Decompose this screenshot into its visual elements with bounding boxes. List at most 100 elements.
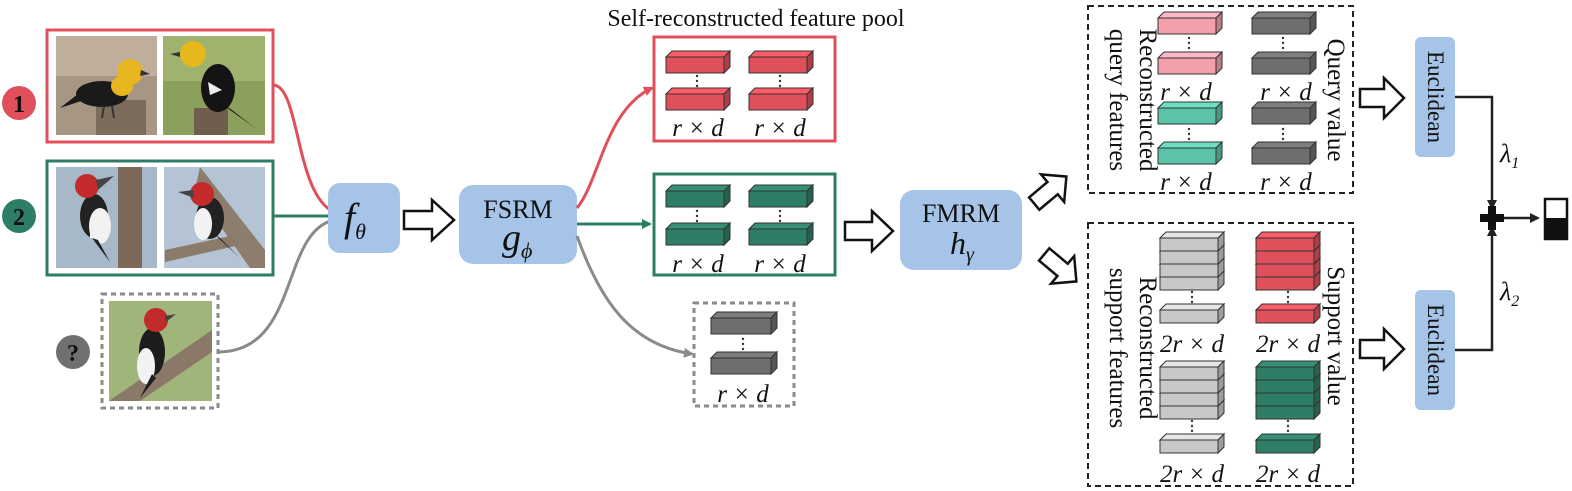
pool-class-1-ellipsis-b [778, 74, 782, 88]
pool-class-2-feature-bottom-b-front [748, 228, 808, 246]
pool-class-1-feature-bottom-a-front [665, 93, 725, 111]
support-gray-stack-bottom-layer-1-top [1158, 360, 1226, 368]
query-value-feature-bottom-a-front [1251, 57, 1311, 75]
support-gray-ellipsis-top [1190, 290, 1194, 304]
query-teal-feature-bottom-top [1156, 141, 1224, 149]
class-badge-2: 2 [2, 199, 36, 233]
support-green-stack-layer-4-front [1255, 405, 1315, 420]
support-gray-stack-top-layer-4-front [1159, 276, 1219, 291]
support-panel-left-label: Reconstructed support features [1104, 268, 1161, 428]
backbone-symbol-subscript: θ [355, 219, 366, 244]
pool-class-1-feature-bottom-b-top [747, 87, 815, 95]
support-gray-stack-bottom-layer-4-front [1159, 405, 1219, 420]
pool-class-2-feature-bottom-b-top [747, 222, 815, 230]
pool-to-fmrm-arrow [843, 208, 895, 254]
pool-class-1-ellipsis-b-dot [778, 84, 782, 88]
support-gray-stack-top-layer-2-front [1159, 250, 1219, 265]
pool-class-2-dim-a: r × d [672, 251, 724, 278]
yellow-headed-blackbird-photo-a [56, 36, 157, 135]
query-teal-feature-top-front [1157, 107, 1217, 125]
pool-class-2-ellipsis-a-dot [695, 219, 699, 223]
fmrm-to-support-panel-arrow [1037, 246, 1078, 286]
red-headed-woodpecker-query-photo [109, 301, 212, 401]
support-red-stack-layer-1-side [1313, 230, 1321, 253]
pool-query-ellipsis [741, 337, 745, 351]
query-panel-dim-2: r × d [1260, 79, 1312, 106]
support-green-stack-layer-3-front [1255, 392, 1315, 407]
score-probability-icon [1543, 197, 1569, 241]
pool-query-feature-top-side [770, 310, 778, 336]
support-panel-dim-1: 2r × d [1160, 331, 1225, 358]
support-gray-stack-bottom-layer-2-front [1159, 379, 1219, 394]
pool-class-1-feature-top-a [664, 49, 732, 75]
query-teal-feature-bottom-side [1215, 140, 1223, 166]
support-green-stack-layer-1-side [1313, 359, 1321, 382]
pool-class-2-feature-top-b [747, 183, 815, 209]
pool-class-1-feature-bottom-a-side [723, 86, 731, 112]
support-red-stack-layer-2-front [1255, 250, 1315, 265]
euclidean-query-label-group: Euclidean [1423, 51, 1448, 143]
support-gray-stack-bottom-layer-1-front [1159, 366, 1219, 381]
pool-class-2-ellipsis-a-dot [695, 209, 699, 213]
support-panel-dim-3: 2r × d [1160, 461, 1225, 488]
pool-class-1-ellipsis-a [695, 74, 699, 88]
support-green-feature-single-side [1313, 432, 1321, 455]
fmrm-module [900, 190, 1022, 270]
pool-class-1-dim-a: r × d [672, 115, 724, 142]
pool-class-1-feature-top-b-top [747, 50, 815, 58]
query-value-feature-top-a-side [1309, 10, 1317, 36]
pool-class-1-ellipsis-a-dot [695, 74, 699, 78]
fmrm-symbol-main: h [950, 225, 966, 261]
pool-class-2-feature-top-a-top [664, 184, 732, 192]
fsrm-symbol-main: g [502, 217, 521, 259]
support-green-stack-layer-1-top [1254, 360, 1322, 368]
support-gray-feature-single-top [1158, 302, 1226, 325]
query-panel-dim-4: r × d [1260, 169, 1312, 196]
pool-query-feature-top-top [709, 311, 779, 319]
query-value-feature-bottom-b [1250, 140, 1318, 166]
pool-class-2-ellipsis-b [778, 209, 782, 223]
query-value-ellipsis-a-dot [1281, 36, 1285, 40]
fmrm-to-query-panel-arrow [1027, 172, 1068, 212]
fmrm-label: FMRM [922, 199, 1000, 228]
fsrm-label: FSRM [483, 195, 552, 224]
support-gray-stack-top-layer-1 [1158, 230, 1226, 253]
support-red-stack-layer-1-front [1255, 237, 1315, 252]
support-green-ellipsis-dot [1286, 419, 1290, 423]
support-features-panel [1087, 222, 1354, 487]
backbone-module [328, 183, 400, 253]
fsrm-symbol: gϕ [502, 217, 532, 263]
query-pink-ellipsis [1187, 36, 1191, 50]
query-value-feature-top-b [1250, 100, 1318, 126]
query-panel-features [1156, 10, 1318, 166]
query-to-euclidean-arrow [1358, 74, 1406, 122]
pool-class-2-ellipsis-a-dot [695, 214, 699, 218]
pool-class-1-features [664, 49, 815, 112]
support-gray-ellipsis-bottom-dot [1190, 419, 1194, 423]
support-panel-right-label-text: Support value [1322, 266, 1349, 406]
pool-query-features [709, 310, 779, 376]
support-gray-ellipsis-top-dot [1190, 290, 1194, 294]
query-panel-dim-1: r × d [1160, 79, 1212, 106]
pool-class-2-ellipsis-b-dot [778, 209, 782, 213]
support-to-euclidean-arrow [1358, 325, 1406, 373]
support-gray-stack-bottom-layer-3-front [1159, 392, 1219, 407]
query-pink-feature-bottom-top [1156, 51, 1224, 59]
support-gray-feature-single-bottom [1158, 432, 1226, 455]
pool-class-2-feature-top-b-side [806, 183, 814, 209]
query-teal-feature-top-side [1215, 100, 1223, 126]
query-value-ellipsis-b-dot [1281, 127, 1285, 131]
support-gray-ellipsis-bottom-dot [1190, 424, 1194, 428]
support-gray-stack-bottom-layer-1-side [1217, 359, 1225, 382]
support-red-stack-layer-4-front [1255, 276, 1315, 291]
pool-query-feature-bottom [709, 350, 779, 376]
yellow-headed-blackbird-photo-b [163, 36, 265, 135]
query-pink-feature-bottom-side [1215, 50, 1223, 76]
support-panel-dim-4: 2r × d [1256, 461, 1321, 488]
pool-class-2-feature-top-b-front [748, 190, 808, 208]
support-panel-features [1158, 230, 1322, 455]
support-panel-left-label-line1: Reconstructed [1134, 276, 1161, 420]
pool-query-ellipsis-dot [741, 337, 745, 341]
fsrm-module [459, 185, 577, 264]
